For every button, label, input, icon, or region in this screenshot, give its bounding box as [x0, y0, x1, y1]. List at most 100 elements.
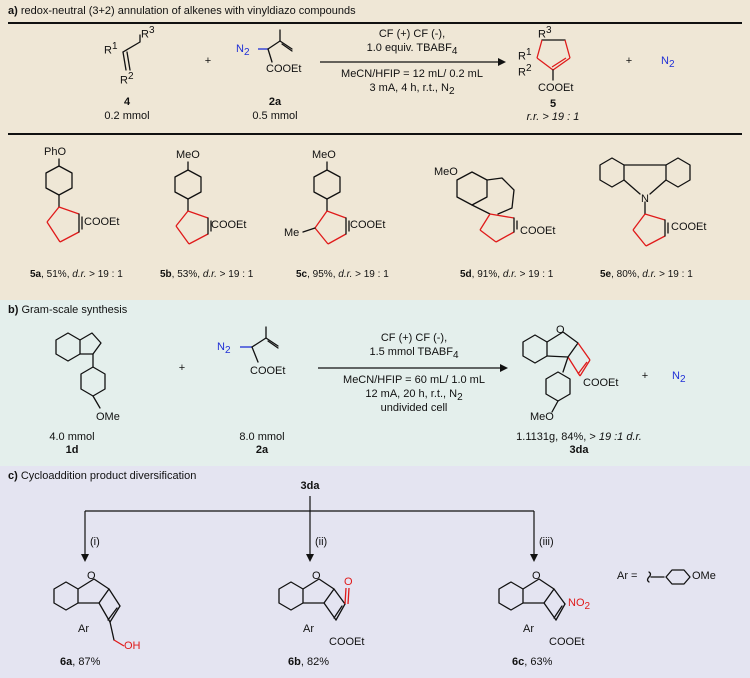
branch-arrows: [81, 496, 538, 562]
cond-a-2: 1.0 equiv. TBABF4: [366, 42, 458, 58]
scope-5b: [174, 161, 212, 245]
n2-label-b: N2: [217, 341, 231, 357]
r2-label: R2: [120, 71, 134, 87]
reagent-2a-id: 2a: [268, 96, 282, 108]
scope-5c-cooet: COOEt: [350, 219, 386, 231]
ar-ome: OMe: [692, 570, 716, 582]
ar-label: Ar =: [617, 570, 638, 582]
reagent-b-id: 2a: [255, 444, 269, 456]
cooet-b: COOEt: [250, 365, 286, 377]
substrate-id: 1d: [65, 444, 79, 456]
product-r2: R2: [518, 63, 532, 79]
6c-caption: 6c, 63%: [512, 656, 553, 668]
6b-cooet: COOEt: [329, 636, 365, 648]
product-r3: R3: [538, 25, 552, 41]
divider-middle: [8, 133, 742, 135]
cond-a-4: 3 mA, 4 h, r.t., N2: [369, 82, 455, 98]
plus-b2: +: [641, 370, 649, 382]
product-b-yield: 1.1131g, 84%, > 19 :1 d.r.: [516, 431, 642, 443]
scope-5e-caption: 5e, 80%, d.r. > 19 : 1: [600, 269, 693, 280]
byproduct-b-n2: N2: [672, 370, 686, 386]
reaction-arrow-b: [318, 364, 508, 372]
panel-b: [0, 300, 750, 466]
reagent-b-amount: 8.0 mmol: [239, 431, 285, 443]
6c-no2: NO2: [568, 597, 591, 613]
scope-5a-cooet: COOEt: [84, 216, 120, 228]
6b-caption: 6b, 82%: [288, 656, 329, 668]
6c-ar: Ar: [523, 623, 534, 635]
scope-5b-substituent: MeO: [176, 149, 200, 161]
scope-5e-cooet: COOEt: [671, 221, 707, 233]
r1-label: R1: [104, 41, 118, 57]
product-6a: [53, 578, 125, 647]
scope-5c: [302, 161, 350, 245]
6a-o: O: [87, 570, 96, 582]
product-3da: [522, 331, 591, 413]
reagent-2a-amount: 0.5 mmol: [252, 110, 298, 122]
scope-5c-substituent: MeO: [312, 149, 336, 161]
product-6b: [278, 578, 350, 621]
scope-5c-caption: 5c, 95%, d.r. > 19 : 1: [296, 269, 389, 280]
scope-5b-caption: 5b, 53%, d.r. > 19 : 1: [160, 269, 254, 280]
scope-5c-methyl: Me: [284, 227, 300, 239]
scope-5d-cooet: COOEt: [520, 225, 556, 237]
vinyldiazo-2a-b: [240, 326, 279, 363]
cond-b-5: undivided cell: [380, 402, 448, 414]
vinyldiazo-2a: [258, 29, 293, 63]
step-i: (i): [90, 536, 100, 548]
product-5-id: 5: [549, 98, 557, 110]
scope-5a-caption: 5a, 51%, d.r. > 19 : 1: [30, 269, 123, 280]
scope-5a: [45, 158, 83, 243]
byproduct-n2: N2: [661, 55, 675, 71]
scope-5e-substituent: N: [641, 193, 649, 205]
6a-caption: 6a, 87%: [60, 656, 101, 668]
6b-ar: Ar: [303, 623, 314, 635]
reagent-4-id: 4: [123, 96, 131, 108]
product-b-cooet: COOEt: [583, 377, 619, 389]
n2-label: N2: [236, 43, 250, 59]
cond-b-1: CF (+) CF (-),: [380, 332, 448, 344]
panel-c: [0, 466, 750, 678]
product-b-id: 3da: [569, 444, 589, 456]
6c-o: O: [532, 570, 541, 582]
6a-ar: Ar: [78, 623, 89, 635]
plus-1: +: [204, 55, 212, 67]
start-3da: 3da: [300, 480, 320, 492]
6b-o: O: [312, 570, 321, 582]
6b-ketone-o: O: [344, 576, 353, 588]
divider-top: [8, 22, 742, 24]
panel-b-header: b) Gram-scale synthesis: [8, 304, 128, 316]
r3-label: R3: [141, 25, 155, 41]
substrate-ome: OMe: [96, 411, 120, 423]
scope-5b-cooet: COOEt: [211, 219, 247, 231]
scope-5d-substituent: MeO: [434, 166, 458, 178]
product-r1: R1: [518, 47, 532, 63]
cond-b-2: 1.5 mmol TBABF4: [369, 346, 459, 362]
alkene-4: [122, 34, 141, 71]
scope-5e: [599, 157, 691, 247]
scope-5a-substituent: PhO: [44, 146, 67, 158]
panel-c-header: c) Cycloaddition product diversification: [8, 470, 197, 482]
ar-definition: [646, 569, 691, 585]
step-ii: (ii): [315, 536, 328, 548]
reagent-4-amount: 0.2 mmol: [104, 110, 150, 122]
step-iii: (iii): [539, 536, 554, 548]
plus-2: +: [625, 55, 633, 67]
reaction-arrow-a: [320, 58, 506, 66]
product-5-rr: r.r. > 19 : 1: [526, 111, 580, 123]
substrate-1d: [55, 332, 106, 409]
6a-oh: OH: [124, 640, 141, 652]
cond-a-1: CF (+) CF (-),: [378, 28, 446, 40]
cond-b-4: 12 mA, 20 h, r.t., N2: [365, 388, 463, 404]
panel-a-header: a) redox-neutral (3+2) annulation of alk…: [8, 5, 356, 17]
plus-b1: +: [178, 362, 186, 374]
product-cooet: COOEt: [538, 82, 574, 94]
cond-a-3: MeCN/HFIP = 12 mL/ 0.2 mL: [341, 68, 483, 80]
substrate-amount: 4.0 mmol: [49, 431, 95, 443]
cond-b-3: MeCN/HFIP = 60 mL/ 1.0 mL: [343, 374, 485, 386]
scope-5d: [456, 171, 518, 243]
